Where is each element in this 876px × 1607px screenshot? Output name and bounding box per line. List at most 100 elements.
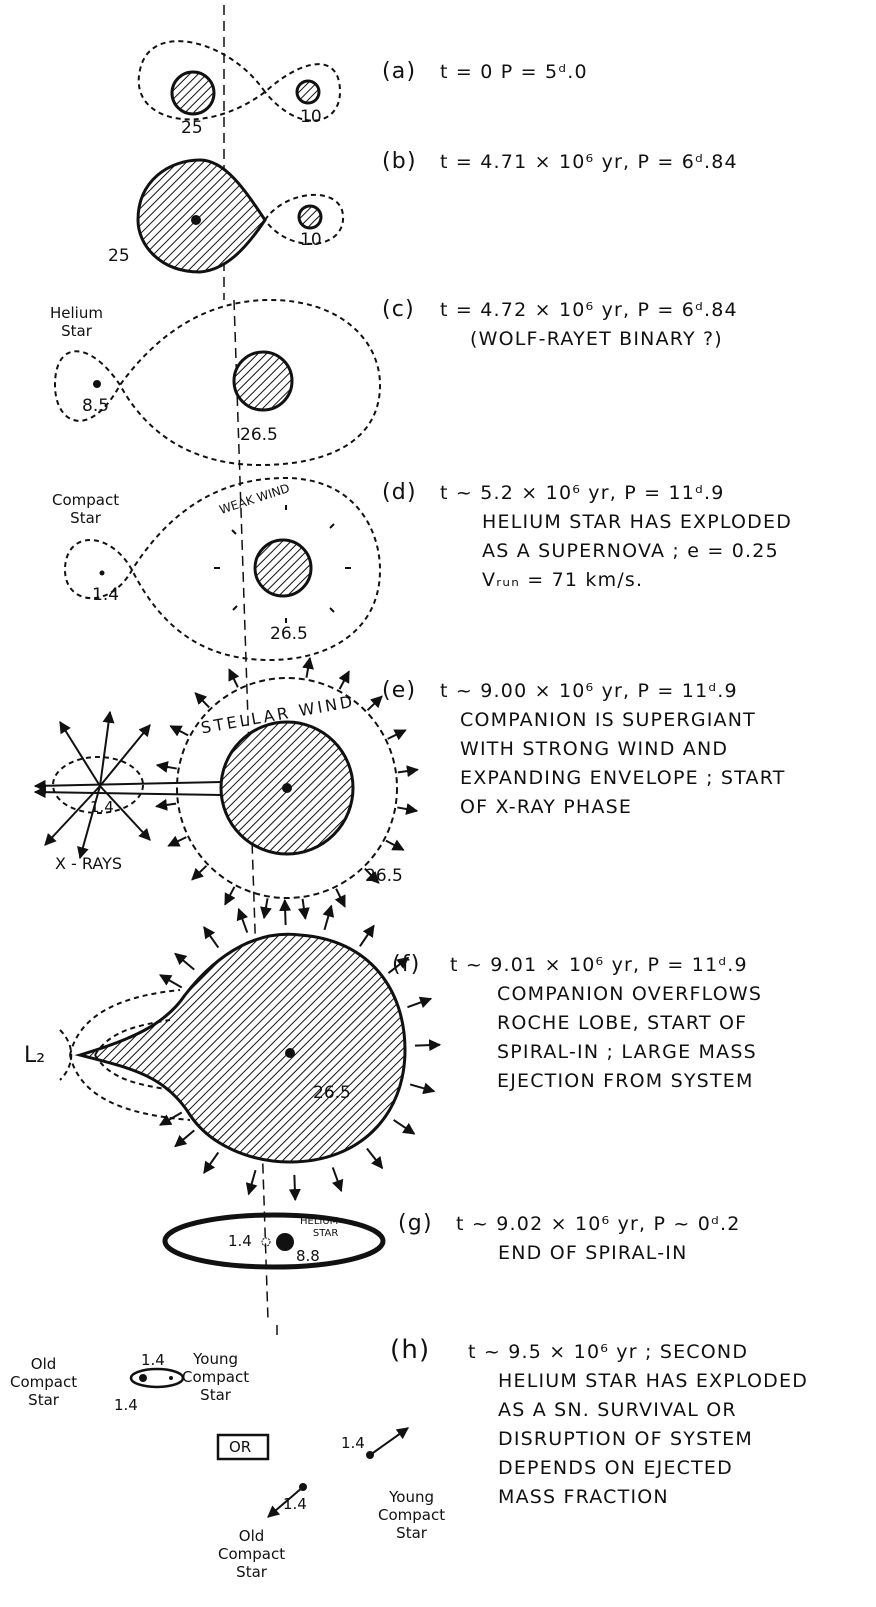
panel-desc: HELIUM STAR HAS EXPLODED	[498, 1370, 809, 1392]
panel-desc: MASS FRACTION	[498, 1486, 669, 1508]
panel-c-figure	[53, 298, 382, 467]
label-compact-star: Compact Star	[52, 491, 120, 527]
label-or: OR	[229, 1438, 252, 1456]
wind-arrow	[174, 952, 195, 971]
panel-d-text: (d)t ~ 5.2 × 10⁶ yr, P = 11ᵈ.9 HELIUM ST…	[382, 478, 862, 595]
wind-arrow	[407, 996, 433, 1009]
panel-letter: (g)	[398, 1211, 433, 1236]
panel-desc: EJECTION FROM SYSTEM	[497, 1070, 754, 1092]
label-mass-d-right: 26.5	[270, 624, 308, 644]
panel-letter: (c)	[382, 297, 415, 322]
panel-caption: t = 0 P = 5ᵈ.0	[440, 61, 588, 83]
panel-caption: t ~ 9.5 × 10⁶ yr ; SECOND	[468, 1341, 749, 1363]
wind-arrow	[302, 656, 314, 678]
wind-arrow	[338, 670, 350, 690]
label-mass-g-right: 8.8	[296, 1247, 320, 1265]
label-helium-star-g: HELIUM STAR	[300, 1216, 339, 1239]
compact-star-g	[261, 1237, 271, 1247]
wind-arrow	[155, 798, 177, 811]
panel-f-figure	[59, 932, 407, 1164]
panel-letter: (a)	[382, 59, 417, 84]
wind-arrow	[409, 1082, 436, 1095]
wind-arrow	[359, 924, 375, 947]
star-25	[170, 70, 216, 116]
panel-desc: COMPANION OVERFLOWS	[497, 983, 763, 1005]
wind-arrow	[414, 1039, 442, 1052]
label-mass-h-1: 1.4	[141, 1351, 165, 1369]
panel-desc: END OF SPIRAL-IN	[498, 1242, 688, 1264]
label-mass-e-right: 26.5	[365, 866, 403, 886]
label-old-compact-star-2: Old Compact Star	[218, 1527, 286, 1581]
wind-arrow	[366, 1147, 384, 1170]
label-l2: L₂	[24, 1043, 46, 1068]
panel-a-text: (a) t = 0 P = 5ᵈ.0	[382, 57, 862, 87]
wind-arrow	[260, 898, 272, 920]
panel-desc: EXPANDING ENVELOPE ; START	[460, 767, 786, 789]
label-mass-a-right: 10	[300, 107, 322, 127]
panel-letter: (e)	[382, 678, 417, 703]
label-mass-e-left: 1.4	[90, 798, 114, 816]
wind-arrow	[174, 1129, 195, 1148]
wind-arrow	[167, 835, 187, 847]
wind-arrow	[387, 956, 410, 974]
wind-arrow	[203, 926, 220, 949]
wind-arrow	[297, 898, 310, 920]
wind-arrow	[288, 1174, 301, 1202]
panel-desc: ROCHE LOBE, START OF	[497, 1012, 748, 1034]
panel-desc: AS A SN. SURVIVAL OR	[498, 1399, 737, 1421]
label-mass-f-right: 26.5	[313, 1083, 351, 1103]
wind-arrow	[331, 1167, 344, 1193]
panel-desc: SPIRAL-IN ; LARGE MASS	[497, 1041, 757, 1063]
label-mass-h-2: 1.4	[114, 1396, 138, 1414]
panel-desc: DISRUPTION OF SYSTEM	[498, 1428, 753, 1450]
label-mass-c-left: 8.5	[82, 396, 110, 416]
label-mass-h-3: 1.4	[341, 1434, 365, 1452]
panel-caption: t = 4.71 × 10⁶ yr, P = 6ᵈ.84	[440, 151, 738, 173]
label-young-compact-star: Young Compact Star	[182, 1350, 250, 1404]
panel-desc: DEPENDS ON EJECTED	[498, 1457, 733, 1479]
wind-arrow	[203, 1151, 220, 1174]
compact-star-dot	[99, 570, 105, 576]
panel-caption: t ~ 9.02 × 10⁶ yr, P ~ 0ᵈ.2	[456, 1213, 741, 1235]
label-mass-b-right: 10	[300, 230, 322, 250]
wind-arrow	[228, 668, 240, 688]
wind-arrow	[397, 765, 419, 778]
panel-g-text: (g) t ~ 9.02 × 10⁶ yr, P ~ 0ᵈ.2 END OF SP…	[398, 1209, 876, 1268]
panel-b-text: (b) t = 4.71 × 10⁶ yr, P = 6ᵈ.84	[382, 147, 862, 177]
wind-arrow	[387, 729, 407, 741]
panel-desc: COMPANION IS SUPERGIANT	[460, 709, 756, 731]
panel-desc: AS A SUPERNOVA ; e = 0.25	[482, 540, 779, 562]
common-envelope	[162, 1212, 386, 1270]
panel-desc: HELIUM STAR HAS EXPLODED	[482, 511, 793, 533]
panel-desc: (WOLF-RAYET BINARY ?)	[470, 328, 723, 350]
wind-arrow	[245, 1169, 258, 1196]
label-mass-b-left: 25	[108, 246, 130, 266]
wind-arrow	[322, 904, 335, 931]
label-mass-h-4: 1.4	[283, 1495, 307, 1513]
helium-star-dot	[93, 380, 101, 388]
panel-b-figure	[136, 158, 345, 274]
panel-c-text: (c) t = 4.72 × 10⁶ yr, P = 6ᵈ.84 (WOLF-RA…	[382, 295, 862, 354]
panel-caption: t ~ 9.00 × 10⁶ yr, P = 11ᵈ.9	[440, 680, 738, 702]
panel-g-figure	[162, 1212, 386, 1270]
panel-desc: Vᵣᵤₙ = 71 km/s.	[482, 569, 644, 591]
panel-caption: t = 4.72 × 10⁶ yr, P = 6ᵈ.84	[440, 299, 738, 321]
wind-arrow	[236, 907, 249, 933]
star-26-5-d	[253, 538, 313, 598]
wind-arrow	[393, 1119, 416, 1135]
label-mass-a-left: 25	[181, 118, 203, 138]
star-b-core	[191, 215, 201, 225]
panel-f-text: (f)t ~ 9.01 × 10⁶ yr, P = 11ᵈ.9 COMPANIO…	[392, 950, 872, 1096]
wind-arrow	[334, 888, 346, 908]
panel-letter: (b)	[382, 149, 417, 174]
wind-arrow	[366, 695, 383, 711]
panel-letter: (d)	[382, 480, 417, 505]
panel-h-figure	[129, 1367, 409, 1518]
star-10-b	[297, 204, 323, 230]
star-10	[295, 79, 321, 105]
panel-a-figure	[137, 40, 342, 122]
wind-arrow	[279, 898, 292, 926]
wind-arrow	[364, 867, 380, 884]
label-old-compact-star: Old Compact Star	[10, 1355, 78, 1409]
